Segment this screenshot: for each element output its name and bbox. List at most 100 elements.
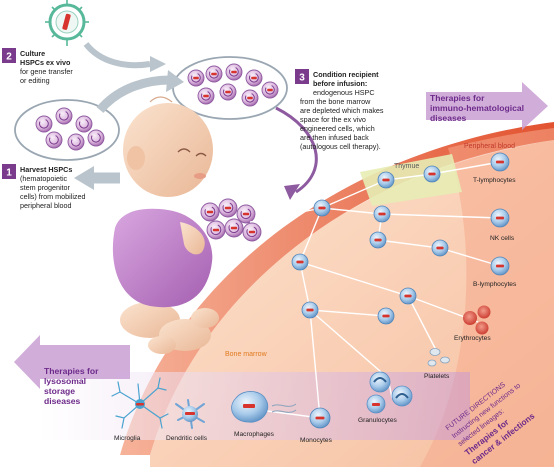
hspc-cell bbox=[205, 65, 223, 83]
harvest-to-culture-arrow bbox=[96, 75, 171, 114]
step-1-title: Harvest HSPCs bbox=[20, 165, 72, 174]
step-2-title: Culture bbox=[20, 49, 45, 58]
immuno-line: diseases bbox=[430, 113, 467, 123]
progenitor-cell bbox=[313, 199, 331, 217]
immuno-therapy-label: Therapies for immuno-hematological disea… bbox=[430, 93, 524, 123]
hspc-cell bbox=[67, 133, 85, 151]
progenitor-cell bbox=[301, 301, 319, 319]
virus-to-culture-arrow bbox=[83, 42, 151, 69]
step-1-badge bbox=[2, 164, 16, 179]
progenitor-cell bbox=[369, 231, 387, 249]
lysosomal-line: diseases bbox=[44, 396, 81, 406]
progenitor-cell bbox=[291, 253, 309, 271]
hspc-cell bbox=[75, 115, 93, 133]
lysosomal-line: lysosomal bbox=[44, 376, 86, 386]
hspc-cell bbox=[219, 83, 237, 101]
progenitor-cell bbox=[490, 256, 510, 276]
hspc-cell bbox=[87, 129, 105, 147]
granulocytes-label: Granulocytes bbox=[358, 417, 398, 424]
step-1-line: (hematopoietic bbox=[20, 174, 68, 183]
lysosomal-arrow bbox=[14, 335, 130, 389]
hspc-cell bbox=[35, 115, 53, 133]
infusion-arrow bbox=[275, 106, 318, 194]
step-1: 1 Harvest HSPCs (hematopoietic stem prog… bbox=[2, 164, 86, 210]
b-lymphocytes-label: B-lymphocytes bbox=[473, 281, 517, 288]
immuno-line: Therapies for bbox=[430, 93, 485, 103]
hspc-cell bbox=[245, 69, 263, 87]
hspc-cell bbox=[224, 218, 244, 238]
step-1-line: peripheral blood bbox=[20, 201, 72, 210]
step-3-line: from the bone marrow bbox=[300, 97, 371, 106]
hspc-cell bbox=[197, 87, 215, 105]
macrophages-label: Macrophages bbox=[234, 431, 275, 438]
step-3-line: are then infused back bbox=[300, 133, 369, 142]
immuno-line: immuno-hematological bbox=[430, 103, 524, 113]
platelets-icon bbox=[427, 348, 450, 367]
step-3-badge bbox=[295, 69, 309, 84]
lineage-cells bbox=[291, 152, 510, 429]
step-2-badge bbox=[2, 48, 16, 63]
progenitor-cell bbox=[399, 287, 417, 305]
hspc-cell bbox=[206, 220, 226, 240]
step-1-line: cells) from mobilized bbox=[20, 192, 86, 201]
progenitor-cell bbox=[309, 407, 331, 429]
platelets-label: Platelets bbox=[424, 373, 450, 380]
step-2-number: 2 bbox=[6, 52, 12, 63]
step-1-line: stem progenitor bbox=[20, 183, 71, 192]
step-3-line: engineered cells, which bbox=[300, 124, 375, 133]
hspc-cell bbox=[242, 222, 262, 242]
hspc-cell bbox=[200, 202, 220, 222]
progenitor-cell bbox=[431, 239, 449, 257]
hspc-cell bbox=[236, 204, 256, 224]
hspc-cell bbox=[225, 63, 243, 81]
step-2-subtitle: HSPCs ex vivo bbox=[20, 58, 71, 67]
dendritic-cell-icon bbox=[175, 399, 205, 429]
erythrocytes-label: Erythrocytes bbox=[454, 335, 491, 342]
peripheral-blood-label: Peripheral blood bbox=[464, 143, 515, 150]
step-3-title: Condition recipient bbox=[313, 70, 379, 79]
hspc-cell bbox=[218, 198, 238, 218]
t-lymphocytes-label: T-lymphocytes bbox=[473, 177, 516, 184]
granulocytes-icon bbox=[366, 371, 413, 414]
nk-cells-label: NK cells bbox=[490, 235, 515, 242]
bone-marrow-label: Bone marrow bbox=[225, 351, 268, 358]
step-3-number: 3 bbox=[299, 73, 305, 84]
step-2: 2 Culture HSPCs ex vivo for gene transfe… bbox=[2, 48, 73, 85]
step-3-line: endogenous HSPC bbox=[313, 88, 375, 97]
hspc-cell bbox=[55, 107, 73, 125]
progenitor-cell bbox=[377, 171, 395, 189]
monocytes-label: Monocytes bbox=[300, 437, 333, 444]
step-3: 3 Condition recipient before infusion: e… bbox=[295, 69, 384, 151]
lysosomal-line: Therapies for bbox=[44, 366, 99, 376]
microglia-label: Microglia bbox=[114, 435, 141, 442]
progenitor-cell bbox=[490, 152, 510, 172]
progenitor-cell bbox=[423, 165, 441, 183]
lysosomal-therapy-label: Therapies for lysosomal storage diseases bbox=[44, 366, 99, 406]
hspc-cell bbox=[187, 69, 205, 87]
progenitor-cell bbox=[377, 307, 395, 325]
thymus-label: Thymue bbox=[394, 163, 419, 170]
viral-vector-icon bbox=[45, 0, 89, 46]
step-2-line: or editing bbox=[20, 76, 50, 85]
step-3-line: (autologous cell therapy). bbox=[300, 142, 381, 151]
lysosomal-line: storage bbox=[44, 386, 75, 396]
macrophage-icon bbox=[231, 391, 297, 423]
step-2-line: for gene transfer bbox=[20, 67, 73, 76]
hspc-cell bbox=[261, 81, 279, 99]
step-1-number: 1 bbox=[6, 168, 12, 179]
hspc-cell bbox=[241, 89, 259, 107]
step-3-subtitle: before infusion: bbox=[313, 79, 367, 88]
harvest-dish bbox=[14, 99, 120, 161]
step-3-line: are depleted which makes bbox=[300, 106, 384, 115]
infused-cell-cluster bbox=[200, 198, 262, 242]
progenitor-cell bbox=[373, 205, 391, 223]
hspc-cell bbox=[45, 131, 63, 149]
culture-dish bbox=[172, 56, 288, 120]
baby-illustration bbox=[112, 96, 219, 354]
erythrocytes-icon bbox=[463, 305, 491, 335]
step-3-line: space for the ex vivo bbox=[300, 115, 366, 124]
progenitor-cell bbox=[490, 208, 510, 228]
microglia-icon bbox=[111, 377, 169, 429]
